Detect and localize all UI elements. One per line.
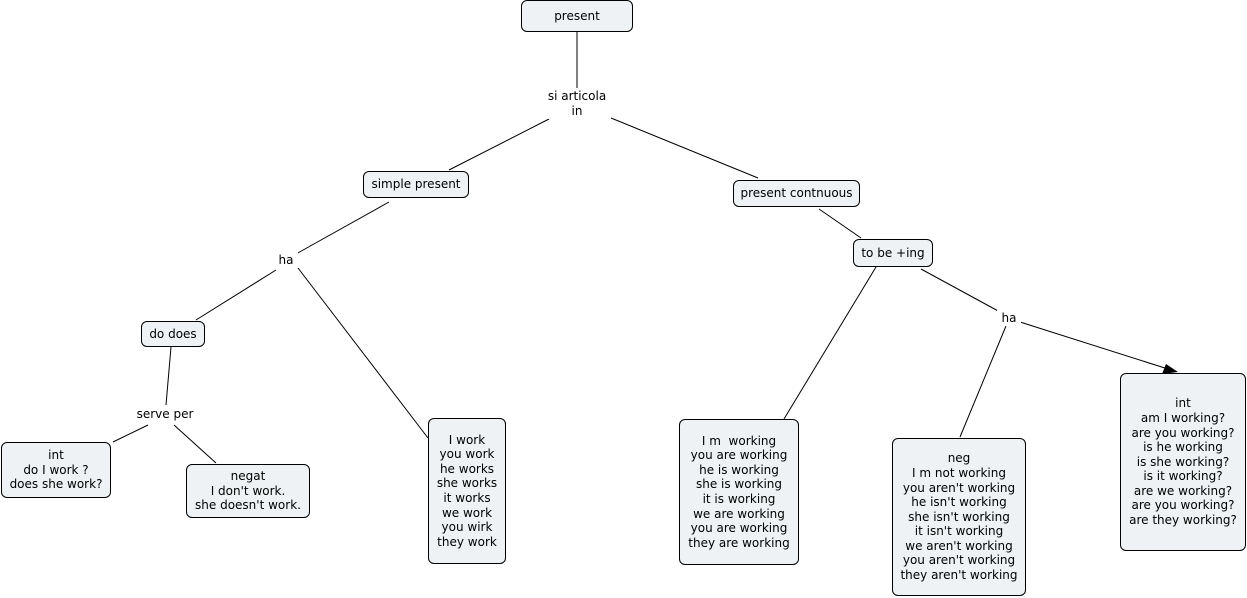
link-present-continuous-to-to-be-ing — [818, 208, 862, 239]
node-int-continuous[interactable]: int am I working? are you working? is he… — [1120, 373, 1246, 551]
node-continuous-forms[interactable]: I m working you are working he is workin… — [679, 419, 799, 565]
link-simple-present-to-ha — [295, 201, 390, 255]
link-to-be-ing-to-continuous-forms — [783, 266, 877, 420]
link-serve-per-to-negat — [173, 424, 217, 464]
link-si-articola-to-present-continuous — [610, 117, 759, 179]
node-int-simple[interactable]: int do I work ? does she work? — [1, 442, 111, 498]
link-serve-per-to-int — [112, 424, 149, 443]
node-neg-continuous[interactable]: neg I m not working you aren't working h… — [892, 438, 1026, 596]
link-label-si-articola-in: si articola in — [543, 88, 611, 119]
node-to-be-ing[interactable]: to be +ing — [853, 239, 933, 267]
link-label-serve-per: serve per — [132, 406, 198, 423]
node-simple-present[interactable]: simple present — [363, 171, 469, 198]
arrowhead-icon — [1162, 364, 1178, 374]
node-present-continuous[interactable]: present contnuous — [733, 180, 860, 207]
node-simple-forms[interactable]: I work you work he works she works it wo… — [428, 418, 506, 564]
node-negat-simple[interactable]: negat I don't work. she doesn't work. — [186, 464, 310, 518]
link-si-articola-to-simple-present — [448, 118, 550, 171]
link-do-does-to-serve-per — [165, 346, 172, 406]
link-ha-to-neg — [959, 325, 1007, 438]
node-present[interactable]: present — [521, 0, 633, 32]
link-to-be-ing-to-ha — [920, 268, 1001, 313]
link-ha-to-simple-forms — [297, 267, 429, 439]
link-ha-to-int — [1019, 321, 1169, 370]
node-do-does[interactable]: do does — [141, 321, 205, 347]
link-ha-to-do-does — [195, 269, 277, 321]
link-label-ha-continuous: ha — [997, 310, 1021, 326]
link-label-ha-simple: ha — [274, 252, 298, 268]
